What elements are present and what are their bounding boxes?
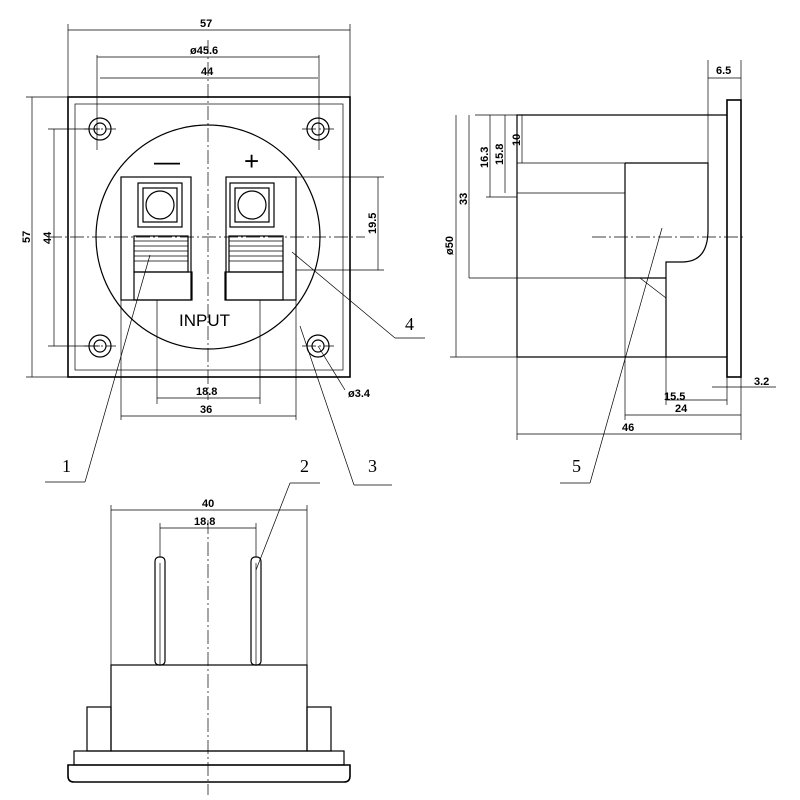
positive-terminal (224, 176, 297, 301)
dim-terminal-width: 36 (120, 300, 297, 420)
svg-text:19.5: 19.5 (367, 213, 379, 234)
side-terminal-housing (625, 162, 709, 357)
dim-hole-diameter: ø3.4 (317, 345, 371, 400)
side-view: 6.5 10 15.8 16.3 33 ø50 (444, 60, 776, 484)
callout-3: 3 (299, 325, 392, 486)
dim-16-3: 16.3 (479, 115, 517, 198)
side-flange (726, 99, 742, 378)
svg-text:1: 1 (62, 456, 71, 476)
svg-text:10: 10 (511, 134, 523, 146)
callout-1: 1 (45, 254, 151, 483)
svg-text:57: 57 (21, 231, 33, 243)
svg-text:24: 24 (675, 403, 688, 415)
dim-flange-thickness: 6.5 (707, 60, 742, 163)
dim-circle-diameter: ø45.6 (96, 45, 320, 150)
svg-text:6.5: 6.5 (716, 65, 731, 77)
dim-body-diameter: ø50 (444, 115, 517, 358)
svg-text:ø50: ø50 (444, 236, 456, 255)
input-label: INPUT (179, 311, 230, 330)
bottom-view: 40 18.8 2 (67, 456, 351, 795)
svg-text:5: 5 (572, 456, 581, 476)
dim-24: 24 (624, 278, 742, 420)
svg-text:ø45.6: ø45.6 (190, 45, 218, 57)
bottom-housing (110, 664, 308, 752)
negative-terminal (120, 176, 193, 301)
svg-text:57: 57 (200, 18, 212, 30)
callout-2: 2 (255, 456, 320, 571)
svg-text:15.5: 15.5 (664, 391, 685, 403)
svg-text:44: 44 (42, 231, 54, 244)
svg-text:3.2: 3.2 (754, 376, 769, 388)
svg-text:44: 44 (201, 66, 214, 78)
svg-text:36: 36 (200, 404, 212, 416)
dim-3-2: 3.2 (712, 376, 776, 395)
svg-text:4: 4 (405, 314, 414, 334)
svg-text:40: 40 (202, 498, 214, 510)
side-cup-body (516, 114, 727, 358)
dim-terminal-height: 19.5 (296, 176, 384, 271)
dim-10: 10 (475, 114, 625, 164)
bottom-flange (67, 764, 351, 783)
dim-front-width: 57 (67, 18, 351, 97)
plus-sign: + (244, 146, 259, 176)
dim-hole-spacing-horizontal: 44 (100, 66, 318, 79)
front-view: — + INPUT 57 ø45.6 44 57 (21, 18, 425, 486)
svg-text:18.8: 18.8 (194, 516, 215, 528)
mounting-holes (84, 117, 334, 358)
svg-text:2: 2 (300, 456, 309, 476)
minus-sign: — (154, 146, 180, 176)
svg-text:ø3.4: ø3.4 (348, 388, 371, 400)
dim-terminal-spacing: 18.8 (156, 300, 261, 404)
callout-4: 4 (291, 251, 425, 339)
svg-text:46: 46 (622, 422, 634, 434)
svg-text:16.3: 16.3 (479, 147, 491, 168)
dim-bottom-width: 40 (110, 498, 308, 665)
dim-front-height: 57 (21, 96, 68, 378)
svg-text:15.8: 15.8 (494, 144, 506, 165)
dim-hole-spacing-vertical: 44 (42, 128, 100, 347)
svg-text:18.8: 18.8 (196, 386, 217, 398)
front-plate-outline (67, 96, 351, 378)
svg-text:33: 33 (458, 193, 470, 205)
dim-pin-spacing: 18.8 (159, 516, 257, 557)
dim-46: 46 (516, 357, 742, 440)
callout-5: 5 (560, 227, 663, 484)
dim-15-5: 15.5 (664, 357, 728, 405)
dim-33: 33 (458, 115, 625, 279)
svg-text:3: 3 (368, 456, 377, 476)
dim-15-8: 15.8 (494, 115, 506, 193)
